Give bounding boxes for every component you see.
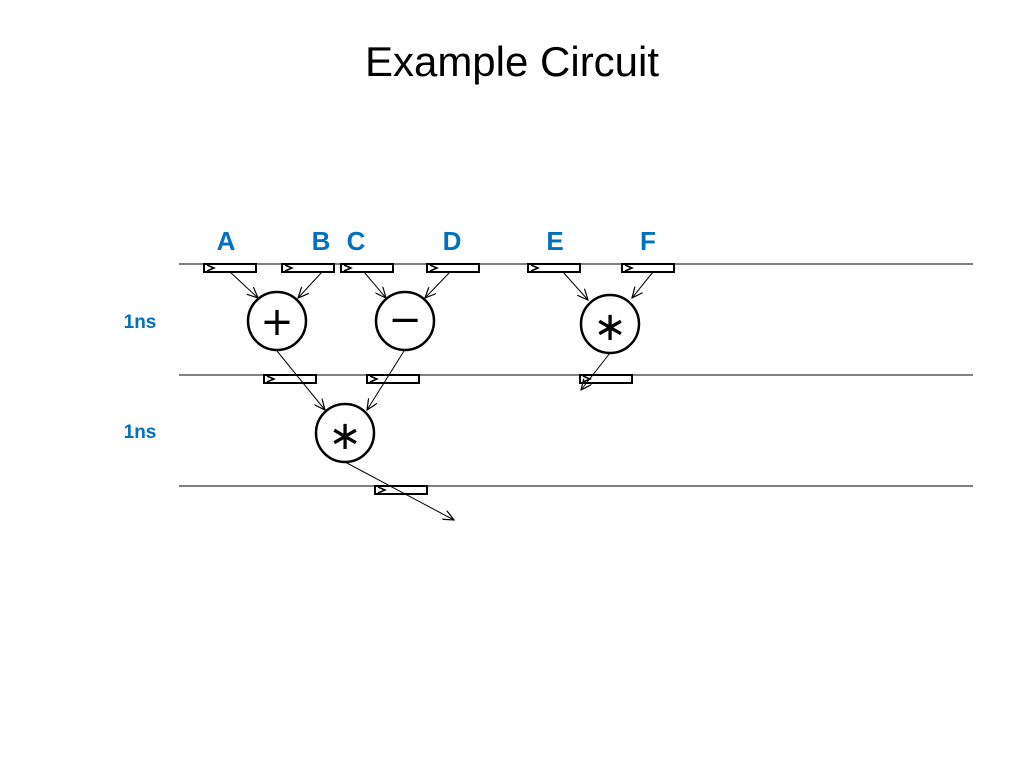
register-b: [281, 263, 335, 273]
stage-label-1: 1ns: [124, 312, 157, 333]
wire-sub-to-mul-final: [367, 350, 405, 410]
register-d: [426, 263, 480, 273]
sub-operator: −: [388, 297, 422, 343]
mul-final-node: ∗: [314, 402, 376, 464]
wire-b-to-add: [298, 271, 323, 298]
register-e: [527, 263, 581, 273]
register-sub-out: [366, 374, 420, 384]
register-a: [203, 263, 257, 273]
input-label-b: B: [312, 226, 331, 256]
input-label-f: F: [640, 226, 656, 256]
wire-mul-ef-out: [581, 352, 611, 390]
input-label-a: A: [217, 226, 236, 256]
mul-final-operator: ∗: [328, 413, 362, 459]
register-c: [340, 263, 394, 273]
stage-label-2: 1ns: [124, 422, 157, 443]
wire-e-to-mul: [562, 271, 588, 300]
wire-c-to-sub: [363, 271, 386, 298]
wire-final-output: [344, 461, 454, 520]
input-label-d: D: [443, 226, 462, 256]
add-node: +: [246, 290, 308, 352]
sub-node: −: [374, 290, 436, 352]
slide-title: Example Circuit: [364, 38, 660, 85]
mul-ef-operator: ∗: [593, 304, 627, 350]
register-final-out: [374, 485, 428, 495]
input-label-e: E: [546, 226, 563, 256]
register-add-out: [263, 374, 317, 384]
wire-add-to-mul-final: [276, 350, 325, 410]
wire-d-to-sub: [425, 271, 451, 298]
wire-f-to-mul: [632, 271, 654, 298]
wire-a-to-add: [229, 271, 258, 298]
add-operator: +: [260, 299, 294, 345]
input-label-c: C: [347, 226, 366, 256]
register-f: [621, 263, 675, 273]
mul-ef-node: ∗: [579, 293, 641, 355]
